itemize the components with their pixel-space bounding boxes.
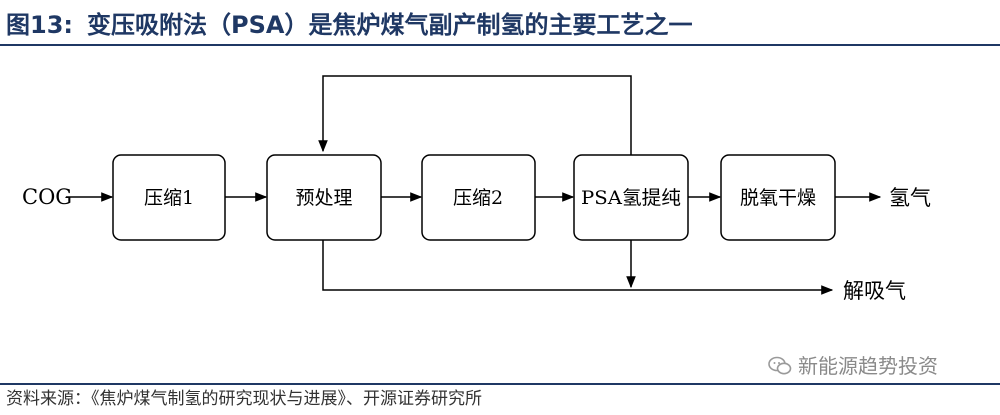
- figure-title: 图13: 变压吸附法（PSA）是焦炉煤气副产制氢的主要工艺之一: [6, 10, 996, 40]
- output-label-hydrogen: 氢气: [889, 186, 931, 210]
- node-pretreat-label: 预处理: [295, 187, 352, 209]
- node-psa-label: PSA氢提纯: [581, 187, 681, 209]
- node-deoxy: 脱氧干燥: [720, 154, 836, 241]
- figure-title-text: 变压吸附法（PSA）是焦炉煤气副产制氢的主要工艺之一: [87, 11, 693, 39]
- node-compress1: 压缩1: [112, 154, 226, 241]
- title-rule: [0, 44, 1000, 46]
- edge-psa-loop-to-pretreat: [318, 75, 632, 155]
- edge-pretreat-to-desorption: [322, 240, 834, 295]
- node-deoxy-label: 脱氧干燥: [740, 187, 816, 209]
- input-label-cog: COG: [22, 185, 72, 209]
- node-compress1-label: 压缩1: [144, 187, 194, 209]
- node-psa: PSA氢提纯: [573, 154, 689, 241]
- node-pretreat: 预处理: [266, 154, 382, 241]
- watermark-text: 新能源趋势投资: [798, 354, 938, 378]
- node-compress2: 压缩2: [421, 154, 536, 241]
- source-rule: [0, 383, 1000, 385]
- process-flow-diagram: COG 氢气 解吸气 压缩1 预处理 压缩2 PSA氢提纯 脱氧干燥: [22, 75, 931, 303]
- figure-number: 图13:: [6, 11, 73, 39]
- output-label-desorption-gas: 解吸气: [843, 279, 906, 303]
- figure-source: 资料来源：《焦炉煤气制氢的研究现状与进展》、开源证券研究所: [6, 389, 482, 409]
- node-compress2-label: 压缩2: [453, 187, 503, 209]
- wechat-icon: [768, 356, 792, 375]
- watermark: 新能源趋势投资: [768, 350, 938, 379]
